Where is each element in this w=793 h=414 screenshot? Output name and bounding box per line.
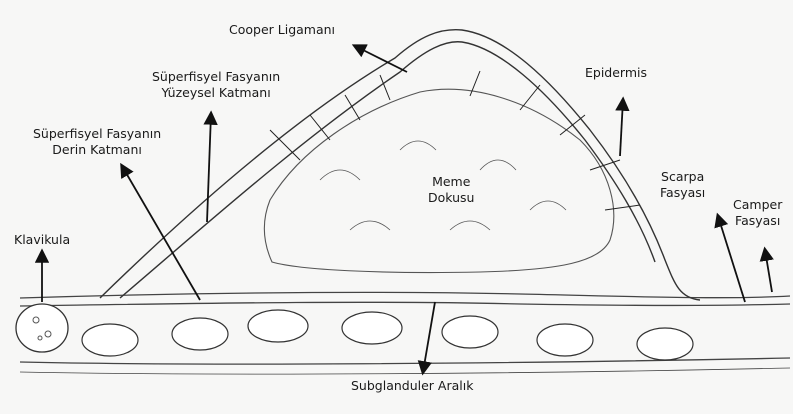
label-scarpa-line2: Fasyası xyxy=(660,185,705,201)
rib-cross-sections xyxy=(82,310,693,360)
label-superficial-surface: Süperfisyel Fasyanın Yüzeysel Katmanı xyxy=(152,69,280,101)
label-breast-tissue-line2: Dokusu xyxy=(428,190,474,206)
label-superficial-deep-line2: Derin Katmanı xyxy=(33,142,161,158)
label-subglandular: Subglanduler Aralık xyxy=(351,378,473,394)
label-cooper-ligament: Cooper Ligamanı xyxy=(229,22,335,38)
clavicle-shape xyxy=(16,304,68,352)
arrow-subglandular xyxy=(423,302,435,372)
label-scarpa-line1: Scarpa xyxy=(660,169,705,185)
label-breast-tissue-line1: Meme xyxy=(428,174,474,190)
label-camper: Camper Fasyası xyxy=(733,197,782,229)
arrow-camper xyxy=(765,250,772,292)
label-clavicle: Klavikula xyxy=(14,232,70,248)
label-epidermis-text: Epidermis xyxy=(585,65,647,81)
label-subglandular-text: Subglanduler Aralık xyxy=(351,378,473,394)
label-cooper-text: Cooper Ligamanı xyxy=(229,22,335,38)
label-superficial-surface-line1: Süperfisyel Fasyanın xyxy=(152,69,280,85)
arrow-cooper xyxy=(355,46,407,72)
label-superficial-deep: Süperfisyel Fasyanın Derin Katmanı xyxy=(33,126,161,158)
arrow-epidermis xyxy=(620,100,623,156)
arrow-superficial-surface xyxy=(207,114,211,222)
arrow-superficial-deep xyxy=(122,166,200,300)
label-camper-line1: Camper xyxy=(733,197,782,213)
label-breast-tissue: Meme Dokusu xyxy=(428,174,474,206)
label-camper-line2: Fasyası xyxy=(733,213,782,229)
label-scarpa: Scarpa Fasyası xyxy=(660,169,705,201)
label-superficial-deep-line1: Süperfisyel Fasyanın xyxy=(33,126,161,142)
label-clavicle-text: Klavikula xyxy=(14,232,70,248)
label-superficial-surface-line2: Yüzeysel Katmanı xyxy=(152,85,280,101)
label-epidermis: Epidermis xyxy=(585,65,647,81)
